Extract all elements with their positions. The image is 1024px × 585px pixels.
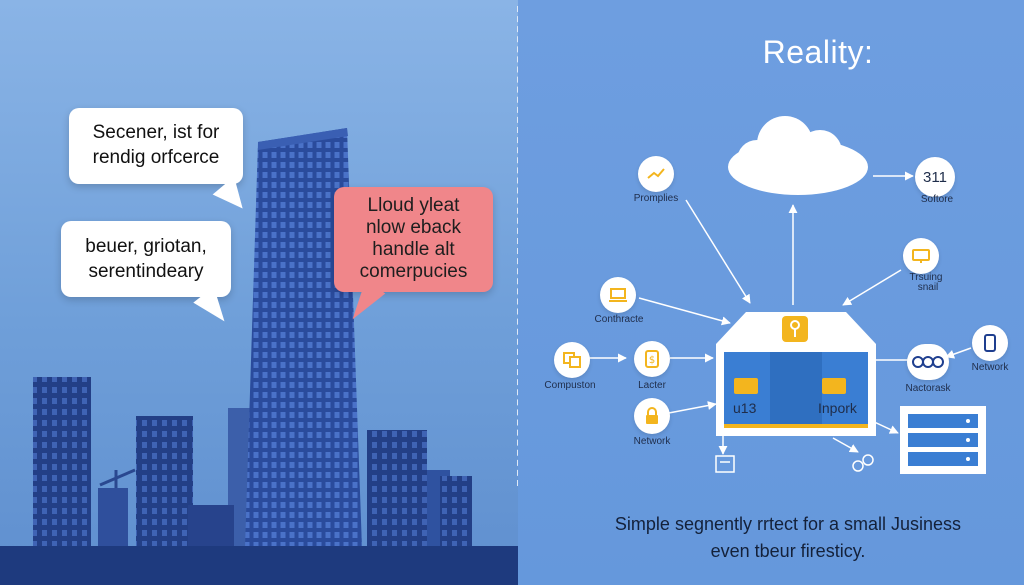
node-label: Nactorask [905, 383, 951, 394]
device-icon [715, 455, 735, 473]
bubble-text: Lloud yleat [367, 195, 460, 216]
server-icon [900, 406, 986, 474]
link-chain-icon [852, 454, 874, 472]
node-label: snail [917, 282, 939, 293]
building [188, 505, 234, 548]
building [367, 430, 427, 548]
ground [0, 546, 518, 585]
link-icon [907, 344, 949, 380]
laptop-icon [600, 277, 636, 313]
building [440, 476, 472, 548]
diagram-title: Reality: [762, 34, 874, 70]
bubble-text: serentindeary [88, 261, 204, 282]
hub-right-text: Inpork [818, 400, 857, 416]
left-panel: Secener, ist for rendig orfcerce beuer, … [0, 0, 518, 585]
speech-bubble-highlight: Lloud yleat nlow eback handle alt comerp… [334, 187, 493, 327]
lock-icon [634, 398, 670, 434]
svg-text:$: $ [649, 355, 655, 366]
copy-icon [554, 342, 590, 378]
bubble-text: nlow eback [365, 217, 462, 238]
skyscraper [245, 128, 362, 548]
phone-icon [972, 325, 1008, 361]
bubble-text: handle alt [372, 239, 455, 260]
caption-line: Simple segnently rrtect for a small Jusi… [614, 514, 962, 534]
node-number: 311 [923, 168, 947, 186]
node-label: Conthracte [594, 314, 644, 325]
business-hub [716, 312, 876, 436]
diagram-caption: Simple segnently rrtect for a small Jusi… [578, 511, 998, 565]
node-label: Lacter [638, 380, 666, 391]
node-label: Network [971, 362, 1009, 373]
node-label: Trsuing [909, 272, 943, 283]
building [98, 488, 128, 548]
hub-left-text: u13 [733, 400, 757, 416]
node-label: Compuston [544, 380, 596, 391]
number-node: 311 [915, 157, 955, 197]
chart-icon [638, 156, 674, 192]
bubble-text: comerpucies [359, 261, 468, 282]
building [136, 416, 193, 548]
dollar-icon: $ [634, 341, 670, 377]
bubble-text: Secener, ist for [92, 122, 220, 143]
speech-bubble: Secener, ist for rendig orfcerce [69, 108, 254, 218]
bubble-text: beuer, griotan, [85, 236, 207, 257]
monitor-icon [903, 238, 939, 274]
node-label: Softore [920, 194, 954, 205]
right-panel: Reality: 311 Softore Promplies Trsuing s… [518, 0, 1024, 585]
caption-line: even tbeur firesticy. [710, 541, 866, 561]
city-skyline [0, 128, 518, 585]
building [33, 377, 91, 548]
node-label: Network [633, 436, 671, 447]
bubble-text: rendig orfcerce [92, 147, 220, 168]
node-label: Promplies [633, 193, 679, 204]
cloud-icon [728, 116, 868, 195]
connection-lines [580, 171, 972, 455]
speech-bubble: beuer, griotan, serentindeary [61, 221, 235, 330]
